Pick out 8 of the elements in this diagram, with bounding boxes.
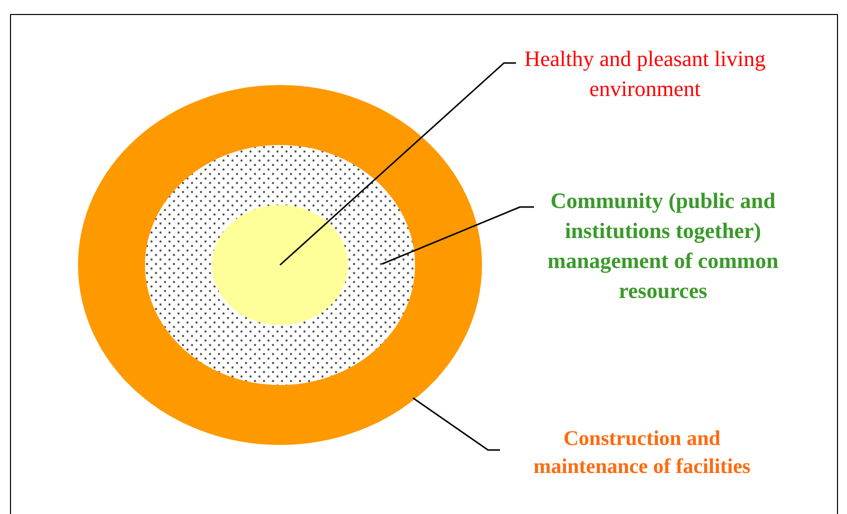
callout-text: Healthy and pleasant living environment	[523, 45, 767, 103]
ring-ellipse	[78, 85, 482, 445]
ring-ellipse	[212, 205, 348, 325]
callout-text: Community (public and institutions together) management of common resources	[546, 187, 780, 305]
leader-line	[412, 397, 500, 451]
callout-text: Construction and maintenance of facilities	[532, 425, 752, 480]
leader-line	[382, 206, 534, 265]
ring-ellipse	[145, 145, 415, 385]
